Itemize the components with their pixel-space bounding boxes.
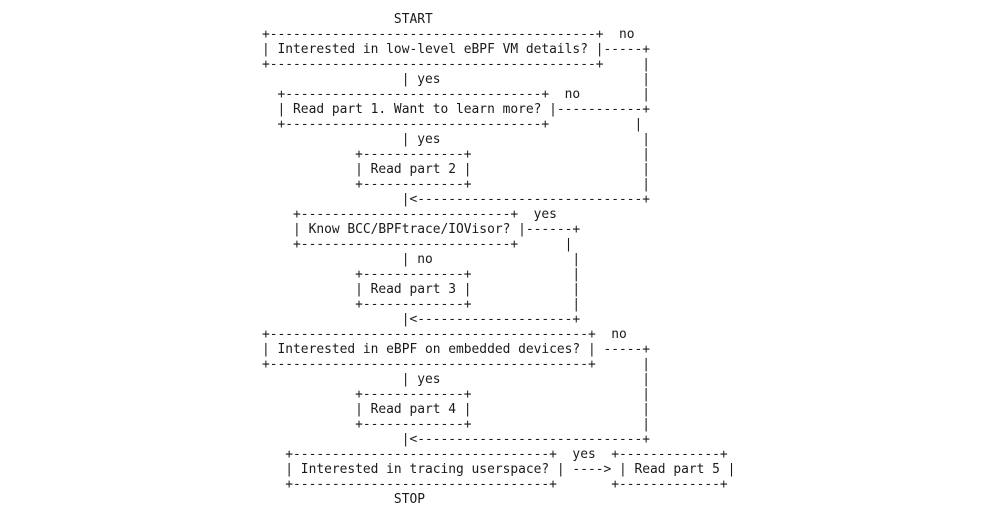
- box-part-4-top-border: +-------------+ |: [262, 387, 651, 402]
- box-q3-top-border: +---------------------------+ yes: [262, 207, 557, 222]
- question-embedded-devices: | Interested in eBPF on embedded devices…: [262, 342, 651, 357]
- box-q1-bottom-border: +---------------------------------------…: [262, 57, 651, 72]
- stop-label: STOP: [262, 492, 425, 507]
- box-part-3-top-border: +-------------+ |: [262, 267, 581, 282]
- box-q2-bottom-border: +---------------------------------+ |: [262, 117, 643, 132]
- box-part-2-bottom-border: +-------------+ |: [262, 177, 651, 192]
- box-part-3-bottom-border: +-------------+ |: [262, 297, 581, 312]
- merge-arrow: |<-----------------------------+: [262, 432, 651, 447]
- merge-arrow: |<--------------------+: [262, 312, 581, 327]
- box-q4-top-border: +---------------------------------------…: [262, 327, 627, 342]
- connector-yes: | yes |: [262, 132, 651, 147]
- box-q5-top-border: +---------------------------------+ yes …: [262, 447, 728, 462]
- box-q3-bottom-border: +---------------------------+ |: [262, 237, 573, 252]
- question-read-part-1: | Read part 1. Want to learn more? |----…: [262, 102, 651, 117]
- connector-yes: | yes |: [262, 72, 651, 87]
- connector-yes: | yes |: [262, 372, 651, 387]
- node-read-part-2: | Read part 2 | |: [262, 162, 651, 177]
- box-part-4-bottom-border: +-------------+ |: [262, 417, 651, 432]
- question-low-level-ebpf: | Interested in low-level eBPF VM detail…: [262, 42, 651, 57]
- merge-arrow: |<-----------------------------+: [262, 192, 651, 207]
- question-know-bcc: | Know BCC/BPFtrace/IOVisor? |------+: [262, 222, 581, 237]
- node-read-part-4: | Read part 4 | |: [262, 402, 651, 417]
- box-q1-top-border: +---------------------------------------…: [262, 27, 635, 42]
- start-label: START: [262, 12, 433, 27]
- box-q5-bottom-border: +---------------------------------+ +---…: [262, 477, 728, 492]
- ascii-flowchart: START+----------------------------------…: [262, 12, 735, 507]
- question-tracing-userspace: | Interested in tracing userspace? | ---…: [262, 462, 736, 477]
- node-read-part-3: | Read part 3 | |: [262, 282, 581, 297]
- connector-no: | no |: [262, 252, 581, 267]
- box-part-2-top-border: +-------------+ |: [262, 147, 651, 162]
- box-q2-top-border: +---------------------------------+ no |: [262, 87, 651, 102]
- box-q4-bottom-border: +---------------------------------------…: [262, 357, 651, 372]
